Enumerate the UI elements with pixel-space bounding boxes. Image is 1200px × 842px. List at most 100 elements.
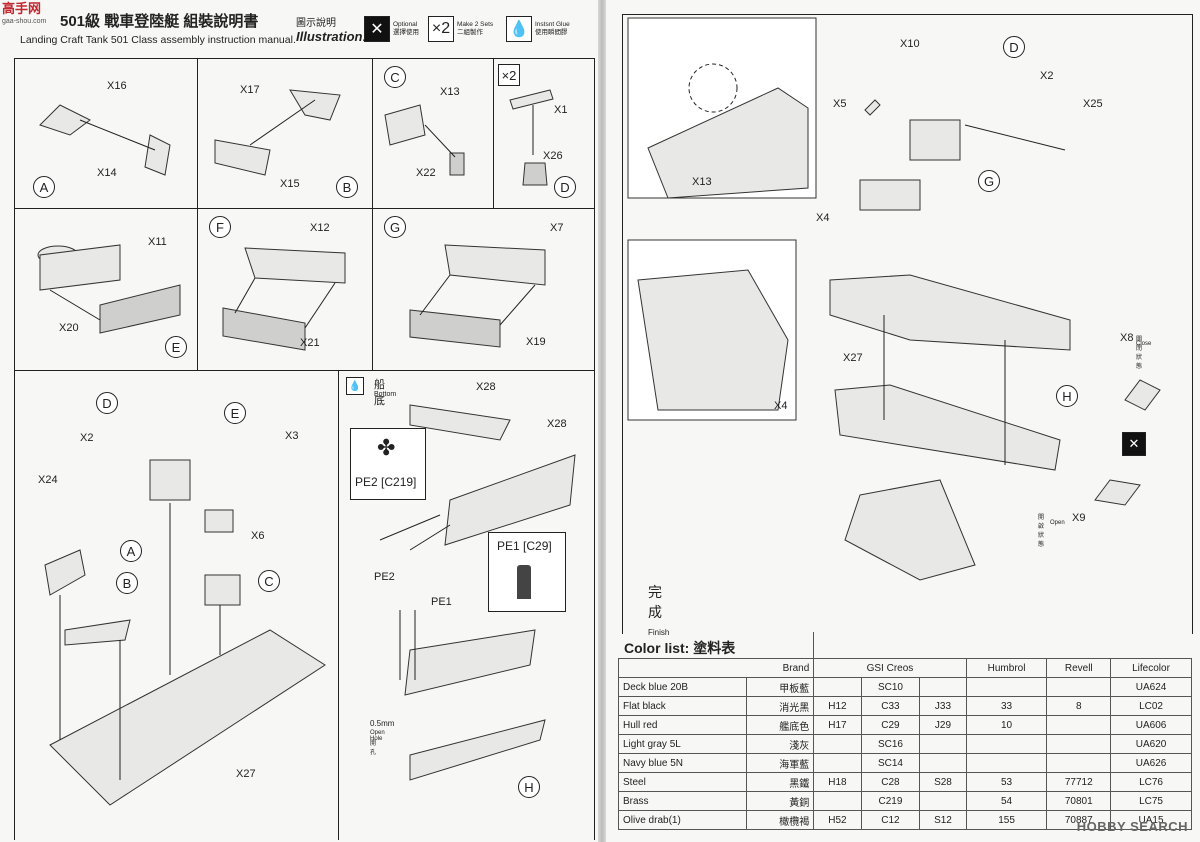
header-divider	[14, 58, 594, 59]
color-cell-cn: 黑鐵	[745, 772, 815, 792]
part-x7-label: X7	[550, 222, 564, 234]
step-d-diagram	[509, 89, 554, 186]
final-x8-label: X8	[1120, 332, 1134, 344]
step-c-diagram	[384, 104, 465, 176]
color-cell-en: Deck blue 20B	[618, 677, 747, 697]
color-cell-en: Hull red	[618, 715, 747, 735]
left-border	[14, 58, 15, 840]
pe1-label: PE1	[431, 596, 452, 608]
part-x19-label: X19	[526, 336, 546, 348]
step-g-badge: G	[384, 216, 406, 238]
col-divider-3	[493, 58, 494, 208]
pe2-callout: ✤ PE2 [C219]	[350, 428, 426, 500]
part-x27-label: X27	[236, 768, 256, 780]
part-x26-label: X26	[543, 150, 563, 162]
color-cell-j: J33	[919, 696, 967, 716]
final-x4-top-label: X4	[816, 212, 830, 224]
step-a-badge: A	[33, 176, 55, 198]
make-two-badge: ×2	[498, 64, 520, 86]
row-divider-1	[14, 208, 594, 209]
part-x3-label: X3	[285, 430, 299, 442]
manual-title-en: Landing Craft Tank 501 Class assembly in…	[20, 34, 296, 46]
color-cell-life: LC76	[1110, 772, 1192, 792]
color-cell-cn: 消光黑	[745, 696, 815, 716]
color-cell-cn: 黃銅	[745, 791, 815, 811]
final-ref-g-badge: G	[978, 170, 1000, 192]
color-cell-life: UA620	[1110, 734, 1192, 754]
finish-label: 完成 Finish	[648, 584, 670, 637]
ref-d-badge: D	[96, 392, 118, 414]
pe2-label: PE2	[374, 571, 395, 583]
color-cell-life: UA606	[1110, 715, 1192, 735]
step-b-diagram	[214, 89, 341, 176]
color-cell-h: H17	[813, 715, 862, 735]
color-cell-life: UA626	[1110, 753, 1192, 773]
step-f-badge: F	[209, 216, 231, 238]
row-divider-2	[14, 370, 594, 371]
ref-b-badge: B	[116, 572, 138, 594]
part-x14-label: X14	[97, 167, 117, 179]
color-cell-j	[919, 734, 967, 754]
color-cell-humbrol	[965, 753, 1048, 773]
illustration-legend: 圖示說明 Illustration:	[296, 18, 367, 44]
x9-state-cn: 開啟狀態	[1038, 515, 1045, 548]
step-d-badge: D	[554, 176, 576, 198]
part-x20-label: X20	[59, 322, 79, 334]
step-g-diagram	[409, 244, 546, 348]
color-cell-c: SC16	[860, 734, 921, 754]
part-x2-label: X2	[80, 432, 94, 444]
color-cell-cn: 淺灰	[745, 734, 815, 754]
manual-title-cn: 501級 戰車登陸艇 組裝說明書	[60, 13, 259, 30]
color-cell-en: Brass	[618, 791, 747, 811]
color-cell-en: Navy blue 5N	[618, 753, 747, 773]
hull-assembly-diagram	[44, 459, 326, 806]
detail-view-bottom	[627, 239, 797, 421]
color-list-table: Brand GSI Creos Humbrol Revell Lifecolor…	[617, 632, 1192, 830]
hole-cn-label: 開孔	[370, 741, 377, 756]
step-h-diagram	[379, 404, 576, 781]
propeller-icon: ✤	[377, 435, 396, 460]
final-x25-label: X25	[1083, 98, 1103, 110]
color-cell-h: H52	[813, 810, 862, 830]
pe1-part-icon	[517, 565, 531, 599]
bottom-label-cn: 船底	[374, 379, 385, 407]
x8-state-cn: 關閉狀態	[1136, 337, 1143, 370]
col-divider-4	[338, 370, 339, 840]
color-cell-h	[813, 791, 862, 811]
color-cell-c: C12	[860, 810, 921, 830]
hole-size-label: 0.5mm	[370, 719, 395, 728]
part-x11-label: X11	[148, 236, 167, 248]
final-x27-label: X27	[843, 352, 863, 364]
color-cell-life: UA15	[1110, 810, 1192, 830]
part-x22-label: X22	[416, 167, 436, 179]
color-cell-life: LC75	[1110, 791, 1192, 811]
color-cell-c: C28	[860, 772, 921, 792]
color-cell-h: H12	[813, 696, 862, 716]
part-x28-top-label: X28	[476, 381, 496, 393]
right-top-border	[622, 14, 1192, 15]
color-cell-revell	[1046, 734, 1112, 754]
final-assembly-diagram	[829, 99, 1161, 581]
col-divider-2	[372, 58, 373, 370]
part-x28-bottom-label: X28	[547, 418, 567, 430]
color-cell-revell	[1046, 677, 1112, 697]
x8-state-en: Close	[1136, 341, 1152, 347]
color-cell-h	[813, 677, 862, 697]
color-cell-life: LC02	[1110, 696, 1192, 716]
color-cell-humbrol: 10	[965, 715, 1048, 735]
color-cell-revell: 77712	[1046, 772, 1112, 792]
color-cell-j: J29	[919, 715, 967, 735]
final-x4-bottom-label: X4	[774, 400, 788, 412]
color-cell-j: S28	[919, 772, 967, 792]
color-cell-humbrol: 155	[965, 810, 1048, 830]
color-cell-h: H18	[813, 772, 862, 792]
color-cell-humbrol	[965, 734, 1048, 754]
right-border	[594, 58, 595, 840]
part-x21-label: X21	[300, 337, 320, 349]
